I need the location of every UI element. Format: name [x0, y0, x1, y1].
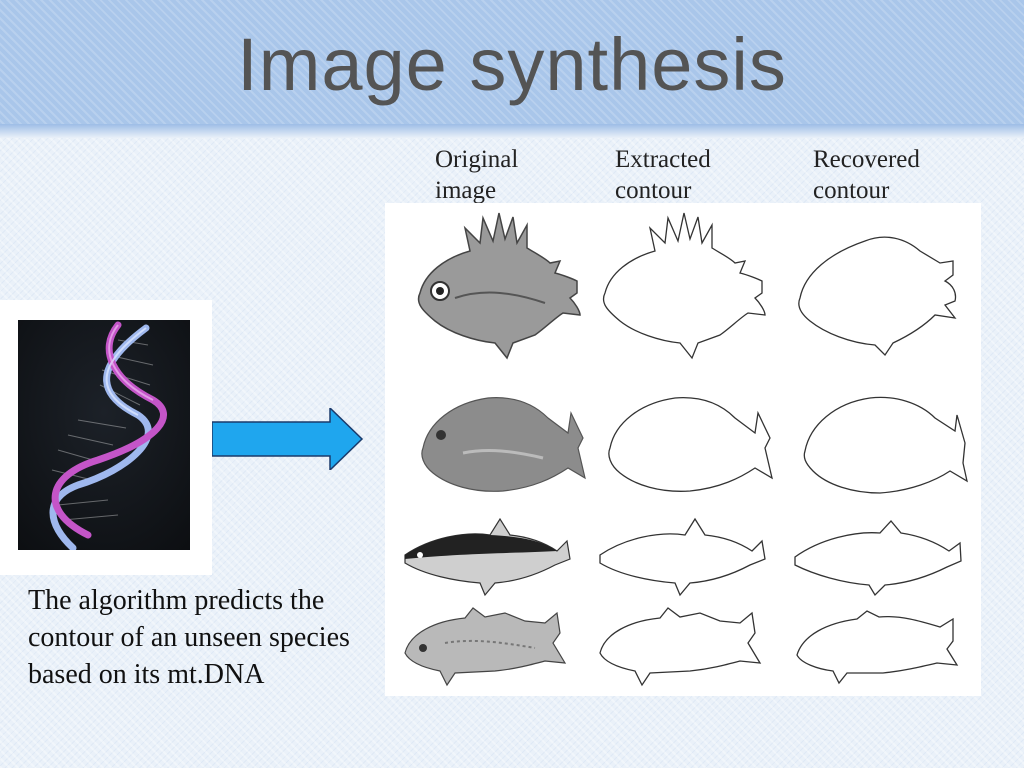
fish-figure [404, 212, 968, 686]
dna-helix-image [18, 320, 190, 550]
extracted-contour-3 [599, 518, 766, 596]
title-band [0, 0, 1024, 130]
slide-title: Image synthesis [237, 23, 787, 106]
right-arrow-icon [212, 408, 364, 470]
dna-image-frame [0, 300, 212, 575]
fish-figure-panel [385, 203, 981, 696]
original-fish-2 [421, 397, 586, 492]
original-fish-4 [404, 607, 566, 686]
recovered-contour-2 [803, 396, 968, 494]
original-fish-3 [404, 518, 571, 596]
title-band-edge [0, 124, 1024, 138]
recovered-contour-4 [796, 610, 959, 685]
extracted-contour-2 [608, 397, 773, 492]
extracted-contour-4 [599, 607, 761, 686]
recovered-contour-1 [798, 236, 957, 357]
extracted-contour-1 [602, 212, 766, 359]
original-fish-1 [417, 212, 581, 359]
slide-caption: The algorithm predicts the contour of an… [28, 585, 350, 690]
column-label-extracted: Extracted contour [615, 146, 711, 204]
recovered-contour-3 [794, 520, 962, 597]
column-label-original: Original image [435, 146, 519, 204]
column-label-recovered: Recovered contour [813, 146, 920, 204]
